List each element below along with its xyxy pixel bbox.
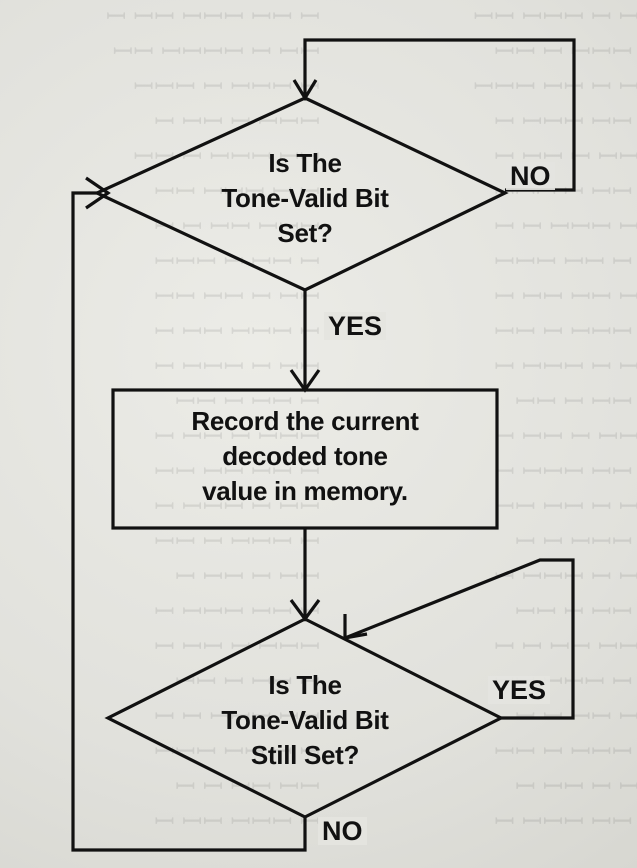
process-1-line-1: Record the current: [191, 406, 419, 436]
decision-2-no-label: NO: [318, 817, 367, 845]
process-1-label: Record the current decoded tone value in…: [118, 404, 492, 509]
decision-2-line-1: Is The: [268, 670, 342, 700]
decision-1-return-arrowhead: [85, 176, 111, 210]
decision-2-yes-loop-line: [344, 558, 575, 720]
process-1-line-3: value in memory.: [202, 476, 408, 506]
decision-2-line-3: Still Set?: [250, 740, 360, 770]
decision-2-label: Is The Tone-Valid Bit Still Set?: [185, 668, 425, 773]
decision-2-yes-label: YES: [488, 676, 551, 704]
decision-1-label: Is The Tone-Valid Bit Set?: [185, 146, 425, 251]
decision-1-line-2: Tone-Valid Bit: [221, 183, 389, 213]
decision-1-yes-label: YES: [324, 312, 387, 340]
decision-1-no-loop-line: [303, 38, 576, 192]
decision-2-line-2: Tone-Valid Bit: [221, 705, 389, 735]
decision-1-line-3: Set?: [277, 218, 333, 248]
decision-2-no-loop-line: [71, 191, 307, 852]
decision-1-no-label: NO: [506, 162, 555, 190]
decision-2-yes-arrowhead: [343, 614, 368, 640]
process-1-line-2: decoded tone: [222, 441, 388, 471]
decision-1-line-1: Is The: [268, 148, 342, 178]
